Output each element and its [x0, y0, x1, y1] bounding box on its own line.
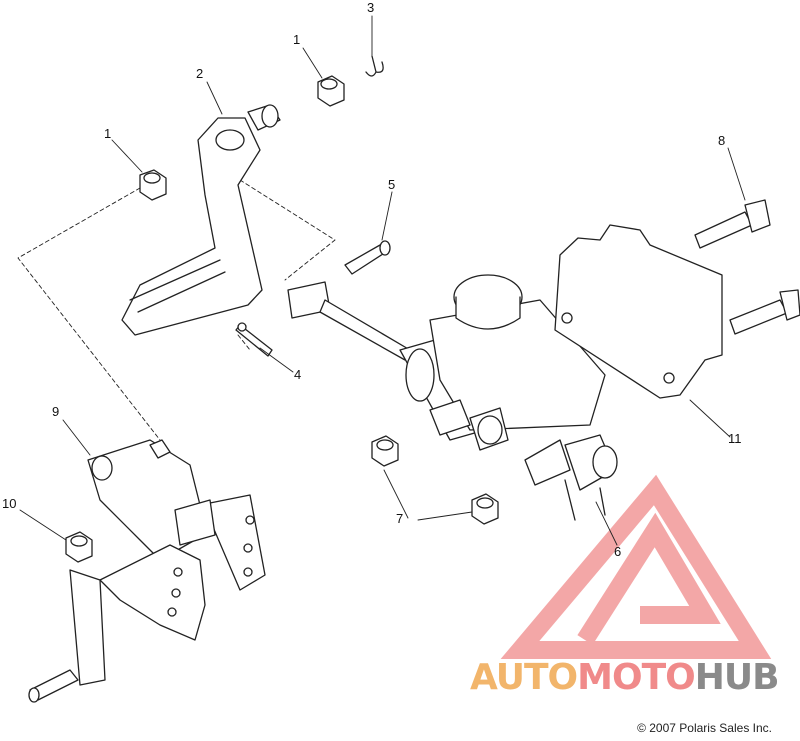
watermark-hub: HUB: [694, 657, 780, 698]
watermark-text: AUTOMOTOHUB: [470, 657, 780, 698]
nut-7b: [471, 493, 499, 525]
clevis-pin: [344, 240, 391, 275]
clip-part: [365, 55, 384, 77]
bolt-lower: [729, 289, 800, 335]
callout-2: 2: [196, 66, 204, 81]
bolt-upper: [694, 199, 771, 249]
watermark-auto: AUTO: [470, 657, 578, 698]
master-cylinder: [287, 274, 618, 521]
pedal-arm: [121, 104, 281, 336]
cotter-pin: [235, 322, 273, 357]
watermark-moto: MOTO: [577, 657, 696, 698]
callout-11: 11: [728, 431, 742, 446]
watermark-logo: [500, 474, 772, 659]
pedal-bracket: [28, 439, 266, 703]
nut-7a: [371, 435, 399, 467]
callout-8: 8: [718, 133, 726, 148]
nut-left: [139, 169, 167, 201]
callout-9: 9: [52, 404, 60, 419]
nut-upper: [317, 75, 345, 107]
callout-1-upper: 1: [293, 32, 301, 47]
callout-4: 4: [294, 367, 302, 382]
copyright-text: © 2007 Polaris Sales Inc.: [637, 721, 772, 735]
callout-7: 7: [396, 511, 404, 526]
leader-lines: [19, 15, 746, 546]
callout-10: 10: [2, 496, 17, 511]
guide-lines: [17, 179, 336, 441]
mount-plate: [554, 224, 723, 399]
nut-10: [65, 531, 93, 563]
callout-1-left: 1: [104, 126, 112, 141]
callout-5: 5: [388, 177, 396, 192]
callout-6: 6: [614, 544, 622, 559]
callout-3: 3: [367, 0, 375, 15]
